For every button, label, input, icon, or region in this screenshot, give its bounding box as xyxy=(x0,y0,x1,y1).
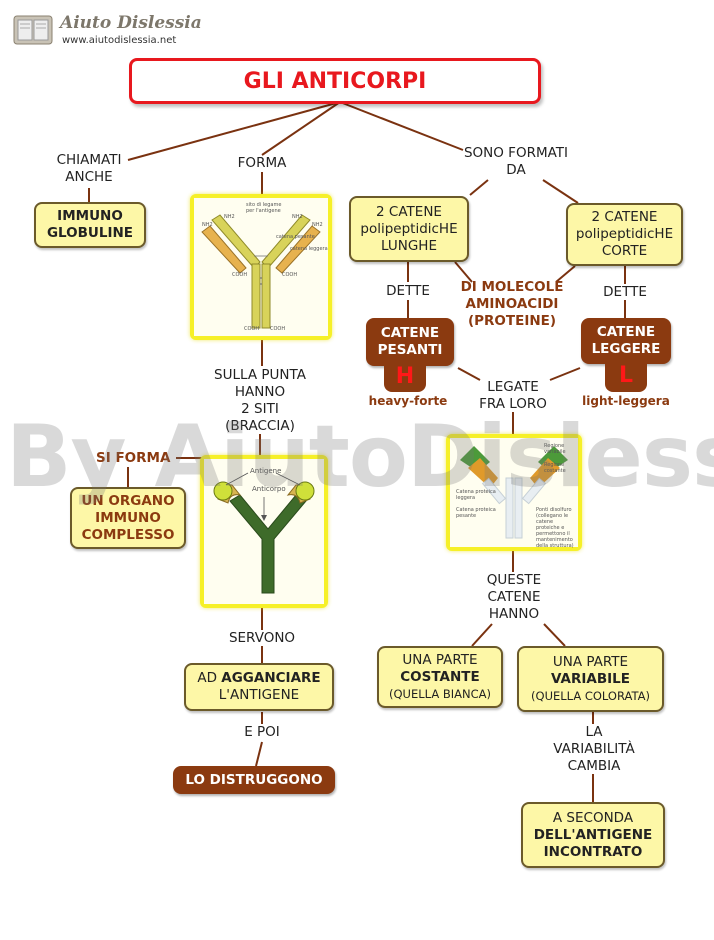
logo-url: www.aiutodislessia.net xyxy=(62,35,177,46)
variabile-pre: UNA PARTE xyxy=(552,653,629,670)
catene-leggere-box: CATENE LEGGERE xyxy=(581,318,671,364)
img1-label-cooh3: COOH xyxy=(244,326,260,332)
sono-formati-label: SONO FORMATI DA xyxy=(463,145,569,178)
img2-label-anticorpo: Anticorpo xyxy=(252,485,286,493)
img3-label-leggera: Catena proteica leggera xyxy=(456,489,496,501)
immunoglobuline-box: IMMUNO GLOBULINE xyxy=(34,202,146,248)
img1-label-nh2a: NH2 xyxy=(202,222,213,228)
variabile-box: UNA PARTE VARIABILE (QUELLA COLORATA) xyxy=(517,646,664,712)
legate-label: LEGATE FRA LORO xyxy=(479,379,547,412)
catene-corte-box: 2 CATENE polipeptidicHE CORTE xyxy=(566,203,683,266)
variabile-post: (QUELLA COLORATA) xyxy=(531,688,650,703)
img1-label-cooh2: COOH xyxy=(282,272,298,278)
distruggono-box: LO DISTRUGGONO xyxy=(173,766,335,794)
costante-post: (QUELLA BIANCA) xyxy=(389,686,491,701)
chain-detail-image: Regione variabile Regione costante Caten… xyxy=(446,434,582,551)
img1-label-pesante: catena pesante xyxy=(276,234,315,240)
molecole-label: DI MOLECOLE AMINOACIDI (PROTEINE) xyxy=(460,279,564,329)
antibody-structure-image: sito di legame per l'antigene NH2 NH2 NH… xyxy=(190,194,332,340)
costante-pre: UNA PARTE xyxy=(402,651,478,668)
img3-label-variabile: Regione variabile xyxy=(544,443,566,455)
l-badge: L xyxy=(605,358,647,392)
variabilita-label: LA VARIABILITÀ CAMBIA xyxy=(553,724,635,774)
antibody-antigen-icon xyxy=(204,459,324,604)
h-badge: H xyxy=(384,360,426,392)
img1-label-nh2d: NH2 xyxy=(312,222,323,228)
img1-label-cooh1: COOH xyxy=(232,272,248,278)
title-box: GLI ANTICORPI xyxy=(129,58,541,104)
forma-label: FORMA xyxy=(237,155,287,171)
costante-box: UNA PARTE COSTANTE (QUELLA BIANCA) xyxy=(377,646,503,708)
servono-label: SERVONO xyxy=(228,630,296,646)
page-title: GLI ANTICORPI xyxy=(243,68,427,94)
chain-detail-icon xyxy=(450,438,578,547)
variabile-text: VARIABILE xyxy=(551,670,630,687)
queste-label: QUESTE CATENE HANNO xyxy=(486,572,542,622)
img1-label-cooh4: COOH xyxy=(270,326,286,332)
light-label: light-leggera xyxy=(582,394,670,408)
chiamati-label: CHIAMATI ANCHE xyxy=(56,152,122,185)
antigene-text: L'ANTIGENE xyxy=(218,687,300,703)
logo-icon xyxy=(12,12,54,48)
img2-label-antigene: Antigene xyxy=(250,467,282,475)
si-forma-label: SI FORMA xyxy=(96,450,171,466)
sulla-punta-label: SULLA PUNTA HANNO 2 SITI (BRACCIA) xyxy=(214,367,306,434)
img1-label-sito: sito di legame per l'antigene xyxy=(246,202,282,214)
seconda-text: DELL'ANTIGENE INCONTRATO xyxy=(533,826,653,860)
img3-label-pesante: Catena proteica pesante xyxy=(456,507,496,519)
costante-text: COSTANTE xyxy=(400,668,480,685)
img1-label-nh2b: NH2 xyxy=(224,214,235,220)
seconda-pre: A SECONDA xyxy=(552,809,634,826)
img1-label-leggera: catena leggera xyxy=(290,246,328,252)
heavy-label: heavy-forte xyxy=(368,394,448,408)
dette-right-label: DETTE xyxy=(603,284,647,300)
seconda-box: A SECONDA DELL'ANTIGENE INCONTRATO xyxy=(521,802,665,868)
catene-pesanti-box: CATENE PESANTI xyxy=(366,318,454,366)
ad-text: AD xyxy=(197,670,222,686)
agganciare-text: AGGANCIARE xyxy=(221,670,321,686)
dette-left-label: DETTE xyxy=(386,283,430,299)
logo-text: Aiuto Dislessia xyxy=(60,13,202,33)
organo-box: UN ORGANO IMMUNO COMPLESSO xyxy=(70,487,186,549)
img3-label-costante: Regione costante xyxy=(544,462,566,474)
img3-label-ponti: Ponti disolfuro (collegano le catene pro… xyxy=(536,507,574,549)
img1-label-nh2c: NH2 xyxy=(292,214,303,220)
antigen-binding-image: Antigene Anticorpo xyxy=(200,455,328,608)
agganciare-box: AD AGGANCIARE L'ANTIGENE xyxy=(184,663,334,711)
antibody-structure-icon xyxy=(194,198,328,336)
catene-lunghe-box: 2 CATENE polipeptidicHE LUNGHE xyxy=(349,196,469,262)
e-poi-label: E POI xyxy=(244,724,280,740)
